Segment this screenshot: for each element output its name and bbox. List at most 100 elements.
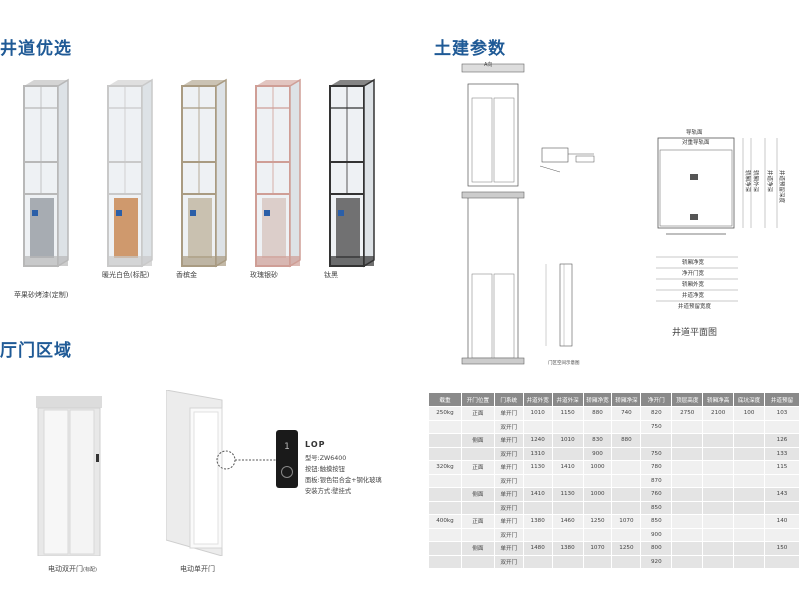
spec-cell: 800 xyxy=(640,541,673,556)
spec-cell: 双开门 xyxy=(493,527,524,542)
spec-cell: 920 xyxy=(640,554,673,569)
spec-cell: 400kg xyxy=(428,514,462,529)
spec-header-cell: 开门位置 xyxy=(460,392,495,407)
spec-cell xyxy=(733,554,766,569)
spec-cell: 侧面 xyxy=(460,541,495,556)
spec-cell xyxy=(460,527,495,542)
spec-cell xyxy=(611,473,642,488)
spec-cell: 2100 xyxy=(702,406,735,421)
lop-spec-line: 按钮:触摸按钮 xyxy=(305,466,345,473)
shaft-finish-label: 暖光白色(标配) xyxy=(102,271,150,279)
spec-cell xyxy=(582,473,613,488)
spec-cell xyxy=(522,500,553,515)
spec-cell xyxy=(733,473,766,488)
spec-cell: 1380 xyxy=(522,514,553,529)
spec-cell xyxy=(764,554,800,569)
lop-title: LOP xyxy=(305,440,326,449)
spec-cell: 1010 xyxy=(522,406,553,421)
spec-cell: 850 xyxy=(640,514,673,529)
section-top-label: A向 xyxy=(484,62,493,68)
plan-dimension-label: 井道预留深度 xyxy=(778,170,786,204)
shaft-finish-label: 苹果砂烤漆(定制) xyxy=(14,291,69,299)
spec-cell xyxy=(702,473,735,488)
plan-dimension-label: 对重导轨面 xyxy=(682,138,710,146)
spec-cell xyxy=(460,446,495,461)
spec-table-header: 载重开门位置门系统井道外宽井道外深轿厢净宽轿厢净深净开门顶层高度轿厢净高底坑深度… xyxy=(428,392,800,407)
spec-header-cell: 轿厢净宽 xyxy=(582,392,613,407)
lop-panel: 1 xyxy=(276,430,298,488)
spec-cell: 1150 xyxy=(551,406,584,421)
spec-cell xyxy=(611,527,642,542)
shaft-render xyxy=(326,78,378,268)
spec-cell: 750 xyxy=(640,446,673,461)
spec-header-cell: 净开门 xyxy=(640,392,673,407)
spec-cell: 双开门 xyxy=(493,446,524,461)
plan-shaft-outline xyxy=(657,137,735,229)
spec-cell xyxy=(640,433,673,448)
spec-cell xyxy=(671,433,704,448)
plan-dimension-label: 轿厢净宽 xyxy=(682,258,705,266)
plan-dimension-label: 轿厢外深 xyxy=(752,170,760,193)
spec-cell xyxy=(551,527,584,542)
spec-cell xyxy=(733,527,766,542)
plan-dimension-label: 井道净深 xyxy=(766,170,774,193)
spec-cell xyxy=(522,419,553,434)
spec-cell: 1070 xyxy=(611,514,642,529)
spec-cell: 单开门 xyxy=(493,541,524,556)
spec-cell xyxy=(522,527,553,542)
spec-cell xyxy=(428,541,462,556)
plan-dimension-label: 净开门宽 xyxy=(682,269,705,277)
spec-cell xyxy=(702,433,735,448)
spec-cell xyxy=(733,500,766,515)
spec-cell xyxy=(551,500,584,515)
spec-cell: 单开门 xyxy=(493,487,524,502)
spec-cell: 870 xyxy=(640,473,673,488)
spec-header-cell: 轿厢净高 xyxy=(702,392,735,407)
spec-cell xyxy=(733,460,766,475)
door-section-detail xyxy=(545,263,573,347)
spec-cell: 760 xyxy=(640,487,673,502)
spec-cell xyxy=(671,446,704,461)
spec-cell xyxy=(611,554,642,569)
spec-cell: 正面 xyxy=(460,406,495,421)
spec-header-cell: 门系统 xyxy=(493,392,524,407)
shaft-render xyxy=(252,78,304,268)
spec-cell: 1250 xyxy=(611,541,642,556)
spec-cell xyxy=(460,419,495,434)
plan-rail-marker xyxy=(690,174,698,180)
spec-cell: 880 xyxy=(582,406,613,421)
spec-cell xyxy=(582,554,613,569)
spec-cell xyxy=(702,514,735,529)
spec-header-cell: 载重 xyxy=(428,392,462,407)
shaft-finish-label: 钛黑 xyxy=(324,271,338,279)
double-door-label: 电动双开门(标配) xyxy=(48,565,97,573)
spec-cell xyxy=(671,460,704,475)
spec-cell xyxy=(671,514,704,529)
spec-cell: 1460 xyxy=(551,514,584,529)
spec-cell xyxy=(702,419,735,434)
spec-cell xyxy=(428,500,462,515)
spec-cell xyxy=(764,500,800,515)
spec-cell: 1010 xyxy=(551,433,584,448)
spec-cell xyxy=(611,460,642,475)
spec-cell: 126 xyxy=(764,433,800,448)
spec-cell xyxy=(733,419,766,434)
spec-cell: 2750 xyxy=(671,406,704,421)
spec-cell xyxy=(611,419,642,434)
spec-cell: 880 xyxy=(611,433,642,448)
spec-cell: 820 xyxy=(640,406,673,421)
spec-cell xyxy=(764,473,800,488)
spec-cell xyxy=(611,446,642,461)
spec-cell xyxy=(671,541,704,556)
elevation-drawing xyxy=(461,63,525,365)
spec-header-cell: 底坑深度 xyxy=(733,392,766,407)
spec-cell: 单开门 xyxy=(493,406,524,421)
spec-cell xyxy=(582,419,613,434)
spec-cell: 900 xyxy=(640,527,673,542)
spec-cell: 850 xyxy=(640,500,673,515)
